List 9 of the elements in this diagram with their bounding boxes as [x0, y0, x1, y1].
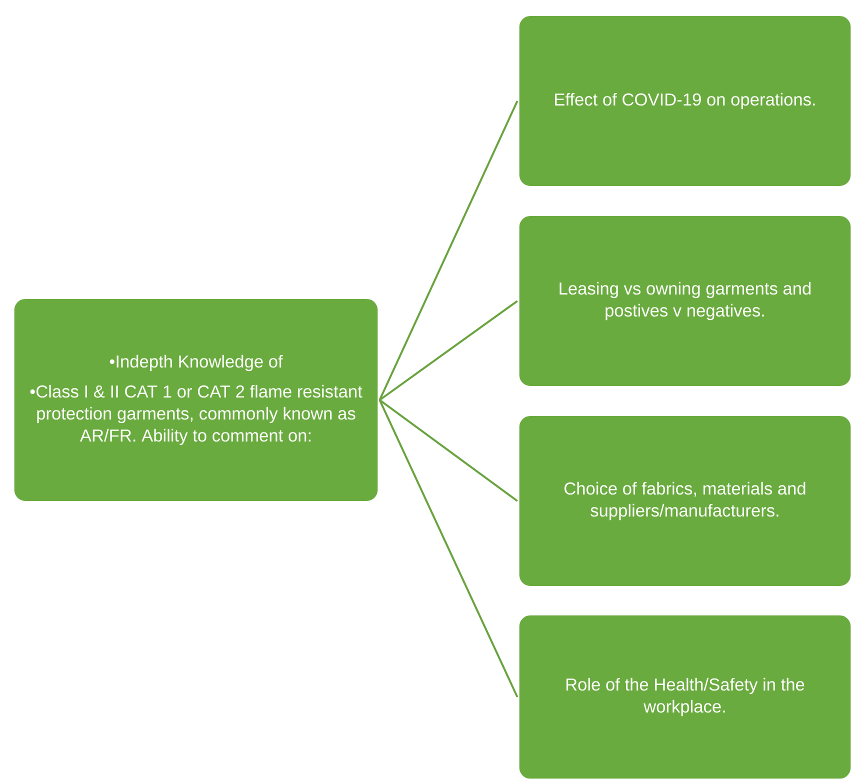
- topic-box: Choice of fabrics, materials and suppliers/manufacturers.: [517, 414, 853, 588]
- connector-line: [378, 100, 518, 400]
- topic-box: Role of the Health/Safety in the workplace.: [517, 613, 853, 781]
- main-box: •Indepth Knowledge of •Class I & II CAT 1 or CAT 2 flame resistant protection garments, commonly known as AR/FR. Ability to comment on:: [12, 297, 380, 503]
- connector-line: [379, 300, 518, 401]
- connector-line: [379, 399, 518, 502]
- connector-line: [378, 400, 518, 698]
- topic-box: Leasing vs owning garments and postives v negatives.: [517, 214, 853, 388]
- topic-box: Effect of COVID-19 on operations.: [517, 14, 853, 188]
